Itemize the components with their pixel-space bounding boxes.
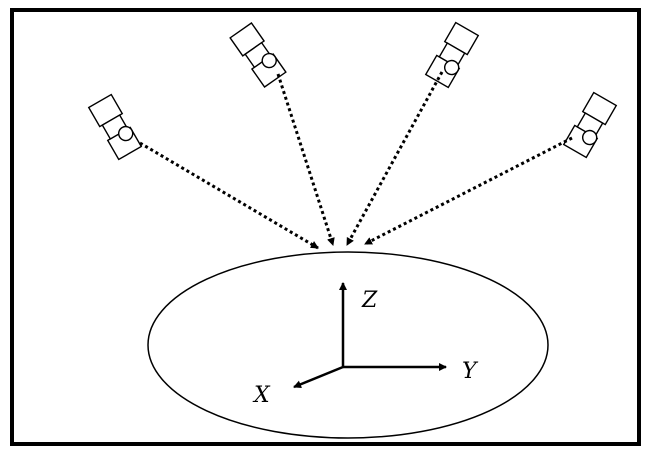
signal-path-3 bbox=[345, 71, 444, 246]
earth-ellipse bbox=[147, 251, 549, 439]
satellite-4 bbox=[563, 91, 617, 159]
signal-path-2 bbox=[276, 73, 335, 246]
signal-path-1 bbox=[139, 141, 319, 250]
x-axis bbox=[293, 365, 344, 389]
signal-path-4 bbox=[364, 136, 573, 246]
y-axis-label: Y bbox=[462, 359, 479, 384]
satellite-3 bbox=[425, 21, 479, 89]
satellite-1 bbox=[88, 93, 142, 161]
z-axis-label: Z bbox=[361, 288, 378, 313]
satellite-2 bbox=[229, 22, 287, 88]
x-axis-label: X bbox=[252, 383, 271, 408]
